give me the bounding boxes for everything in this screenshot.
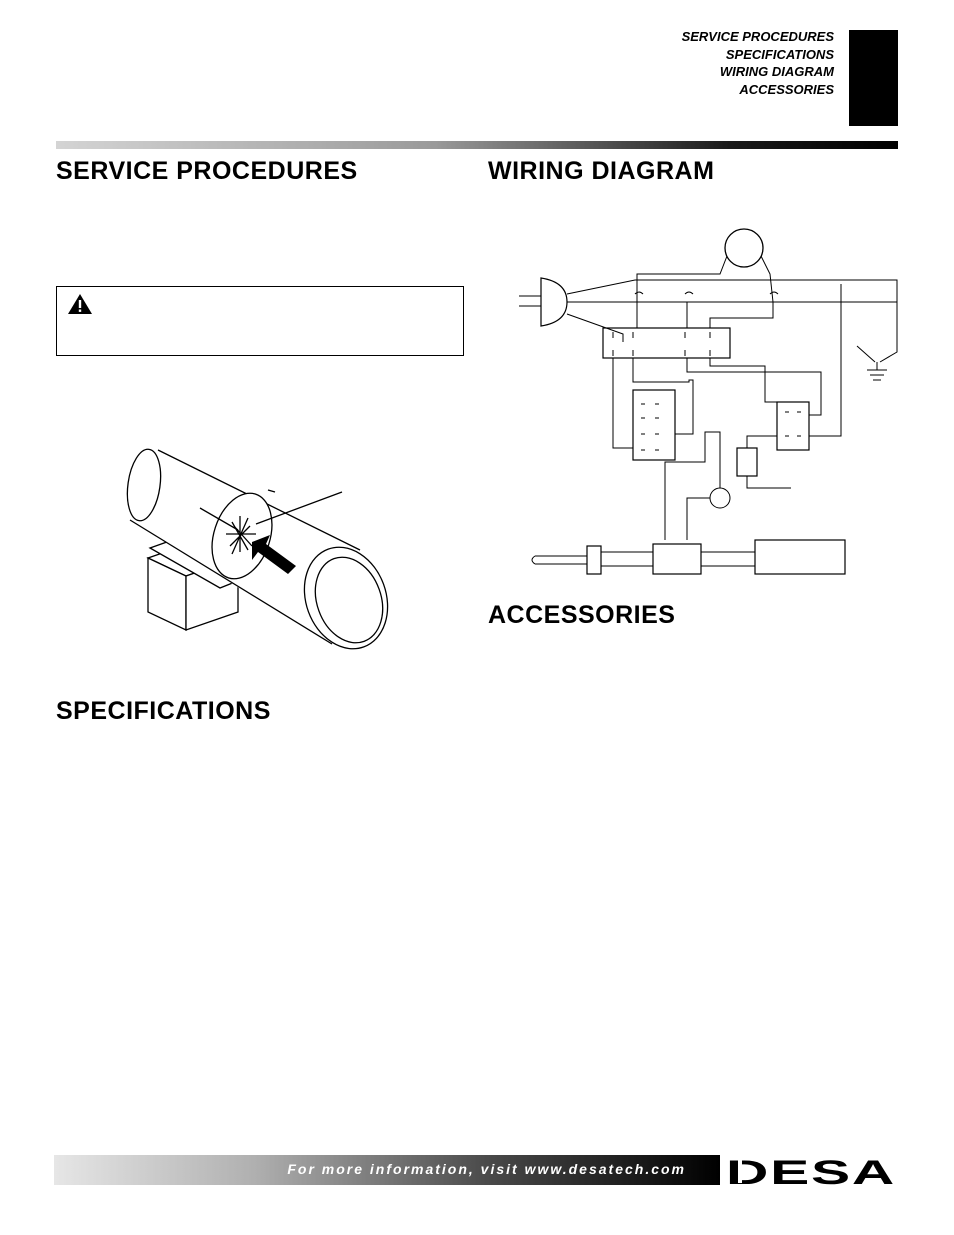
footer-info-text[interactable]: For more information, visit www.desatech…: [287, 1161, 686, 1177]
specifications-title: SPECIFICATIONS: [56, 697, 271, 725]
wiring-diagram-title: WIRING DIAGRAM: [488, 157, 715, 185]
accessories-title: ACCESSORIES: [488, 601, 676, 629]
section-tab-block: [849, 30, 898, 126]
toc-item-specifications: SPECIFICATIONS: [725, 46, 834, 62]
service-procedures-title: SERVICE PROCEDURES: [56, 157, 358, 185]
warning-box: [56, 286, 464, 356]
desa-logo: DESA: [726, 1155, 896, 1187]
service-procedure-illustration: [126, 448, 389, 650]
header-toc: SERVICE PROCEDURES SPECIFICATIONS WIRING…: [682, 28, 834, 98]
warning-triangle-icon: [68, 294, 92, 314]
toc-item-service-procedures: SERVICE PROCEDURES: [681, 29, 834, 44]
toc-item-wiring-diagram: WIRING DIAGRAM: [719, 64, 834, 79]
header-rule: [56, 141, 898, 149]
desa-logo-text: DESA: [726, 1155, 896, 1187]
footer-bar: For more information, visit www.desatech…: [54, 1155, 720, 1185]
wiring-diagram-figure: [519, 228, 898, 575]
toc-item-accessories: ACCESSORIES: [739, 81, 834, 97]
